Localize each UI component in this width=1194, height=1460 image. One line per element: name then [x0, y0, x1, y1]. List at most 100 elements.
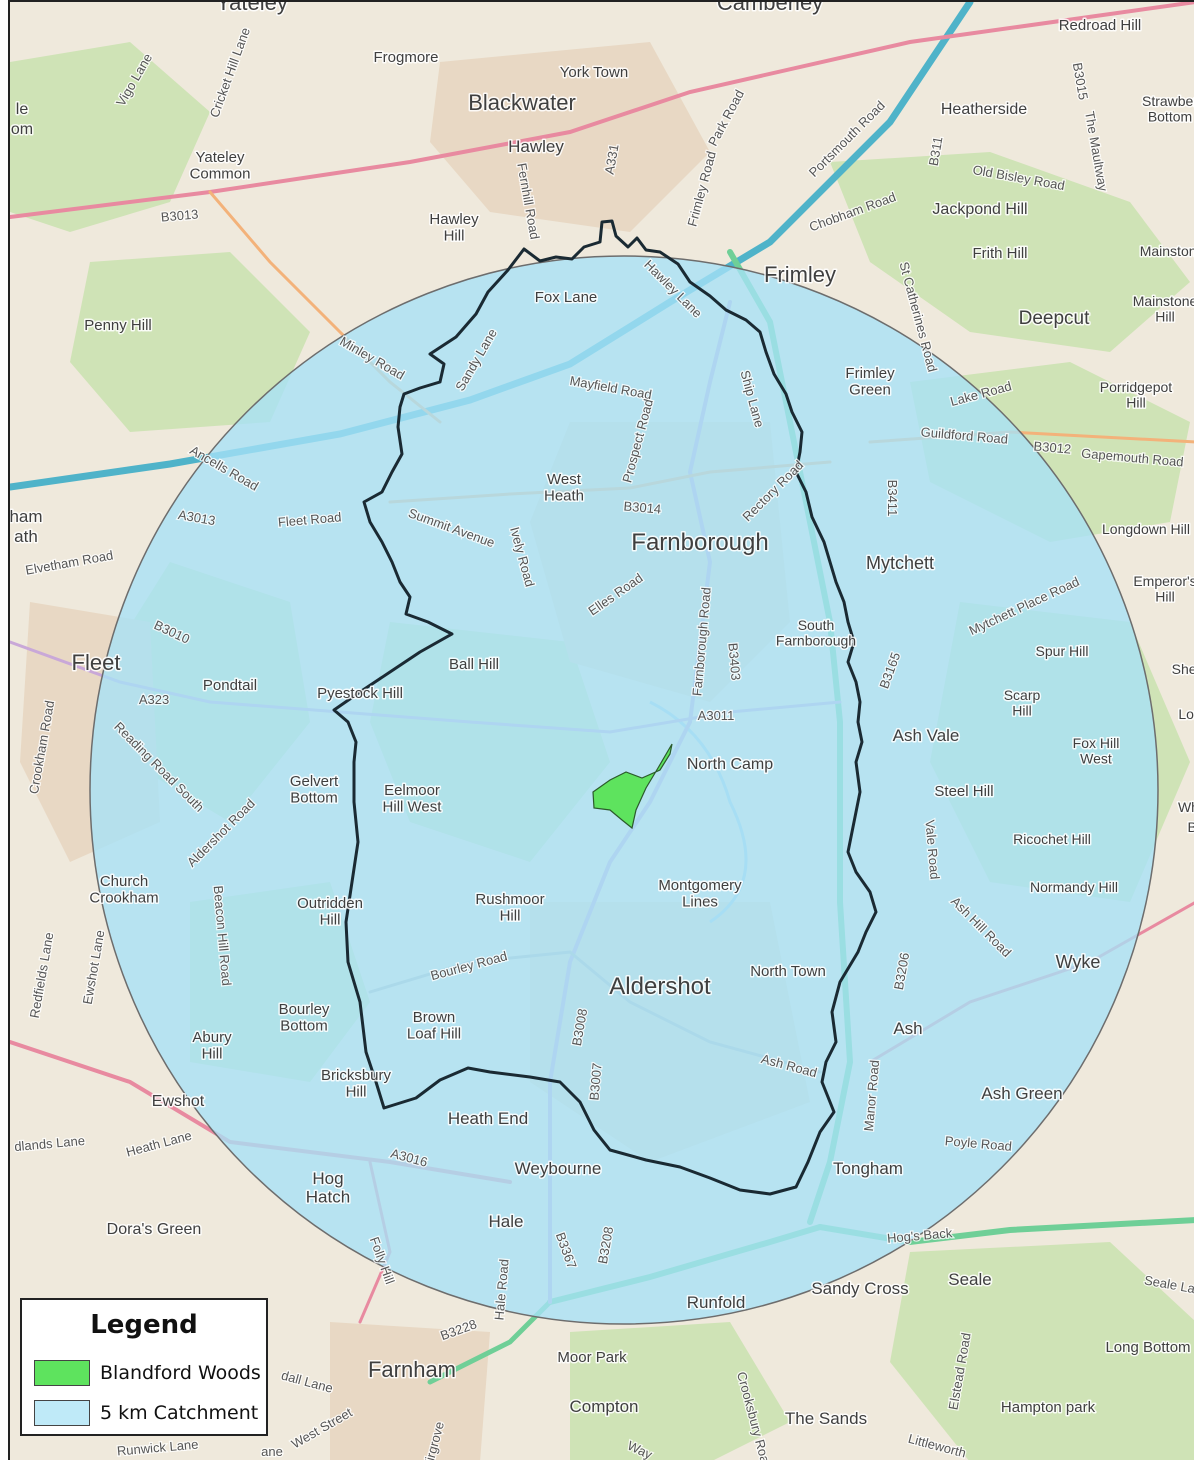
- road-label: ane: [261, 1444, 283, 1459]
- place-label: Frith Hill: [973, 245, 1028, 262]
- woodland-area: [10, 42, 210, 232]
- legend-item-catchment: 5 km Catchment: [34, 1398, 264, 1428]
- place-label: Tongham: [833, 1159, 903, 1178]
- place-label: Be: [1187, 819, 1194, 835]
- place-label: Fox Lane: [535, 289, 598, 306]
- place-label: Longdown Hill: [1102, 521, 1190, 537]
- place-label: Whi: [1178, 799, 1194, 815]
- place-label: Farnborough: [631, 529, 768, 556]
- road-label: B3007: [586, 1062, 604, 1101]
- road-label: Fleet Road: [277, 509, 342, 529]
- district-boundary: [332, 219, 878, 1196]
- legend-swatch-catchment: [34, 1400, 90, 1426]
- road-label: Vale Road: [922, 819, 942, 880]
- road-label: A3011: [698, 708, 735, 723]
- road-label: Runwick Lane: [116, 1436, 199, 1458]
- place-label: North Camp: [687, 756, 773, 773]
- place-label: Fleet: [72, 650, 121, 675]
- place-label: Jackpond Hill: [932, 201, 1027, 218]
- place-label: Farnham: [368, 1357, 456, 1382]
- road-label: A323: [139, 692, 169, 707]
- place-label: Redroad Hill: [1059, 17, 1142, 34]
- place-label: Lon: [1178, 706, 1194, 722]
- place-label: Runfold: [687, 1293, 746, 1312]
- legend-item-blandford-woods: Blandford Woods: [34, 1358, 264, 1388]
- place-label: Weybourne: [515, 1159, 602, 1178]
- woodland-area: [830, 152, 1190, 352]
- place-label: Frimley: [764, 262, 836, 287]
- place-label: The Sands: [785, 1409, 867, 1428]
- place-label: Penny Hill: [84, 317, 152, 334]
- place-label: Compton: [570, 1397, 639, 1416]
- place-label: Ash: [893, 1019, 922, 1038]
- place-label: Hawley: [508, 137, 564, 156]
- road-label: dlands Lane: [14, 1133, 86, 1154]
- place-label: Ball Hill: [449, 656, 499, 673]
- place-label: Mainstone: [1140, 243, 1194, 259]
- place-label: Moor Park: [557, 1349, 627, 1366]
- urban-area: [430, 42, 710, 232]
- place-label: Ash Vale: [893, 726, 960, 745]
- road-label: B3014: [623, 498, 662, 516]
- place-label: Sandy Cross: [811, 1279, 908, 1298]
- place-label: Ash Green: [981, 1084, 1062, 1103]
- place-label: Deepcut: [1019, 308, 1090, 329]
- place-label: le: [16, 101, 29, 118]
- road-label: Heath Lane: [124, 1128, 193, 1160]
- road-label: B3013: [160, 206, 199, 224]
- road-label: B3411: [885, 480, 900, 517]
- place-label: Pyestock Hill: [317, 685, 403, 702]
- place-label: Ewshot: [152, 1093, 205, 1110]
- place-label: Dora's Green: [107, 1221, 202, 1238]
- place-label: Long Bottom: [1105, 1339, 1190, 1356]
- road-label: Park Road: [705, 87, 747, 148]
- place-label: Aldershot: [609, 973, 711, 1000]
- road-label: Poyle Road: [944, 1133, 1012, 1154]
- place-label: Shee: [1172, 661, 1194, 677]
- woodland-area: [570, 1322, 790, 1460]
- place-label: Mytchett: [866, 553, 934, 573]
- place-label: om: [11, 121, 33, 138]
- legend-label: Blandford Woods: [100, 1362, 261, 1384]
- woodland-area: [70, 252, 310, 432]
- place-label: ham: [10, 507, 43, 526]
- place-label: Spur Hill: [1036, 643, 1089, 659]
- place-label: Steel Hill: [934, 783, 993, 800]
- place-label: Seale: [948, 1270, 991, 1289]
- place-label: Frogmore: [373, 49, 438, 66]
- legend-label: 5 km Catchment: [100, 1402, 259, 1424]
- legend-swatch-site: [34, 1360, 90, 1386]
- road-label: Elvetham Road: [24, 547, 114, 577]
- road-label: A331: [602, 143, 622, 176]
- place-label: York Town: [560, 64, 628, 81]
- road-label: dall Lane: [280, 1368, 335, 1396]
- place-label: ath: [14, 527, 38, 546]
- road-label: Hale Road: [491, 1258, 511, 1321]
- place-label: Heath End: [448, 1109, 528, 1128]
- road-label: B3012: [1033, 438, 1072, 456]
- place-label: Normandy Hill: [1030, 879, 1118, 895]
- legend-title: Legend: [90, 1310, 198, 1340]
- woodland-area: [890, 1242, 1194, 1460]
